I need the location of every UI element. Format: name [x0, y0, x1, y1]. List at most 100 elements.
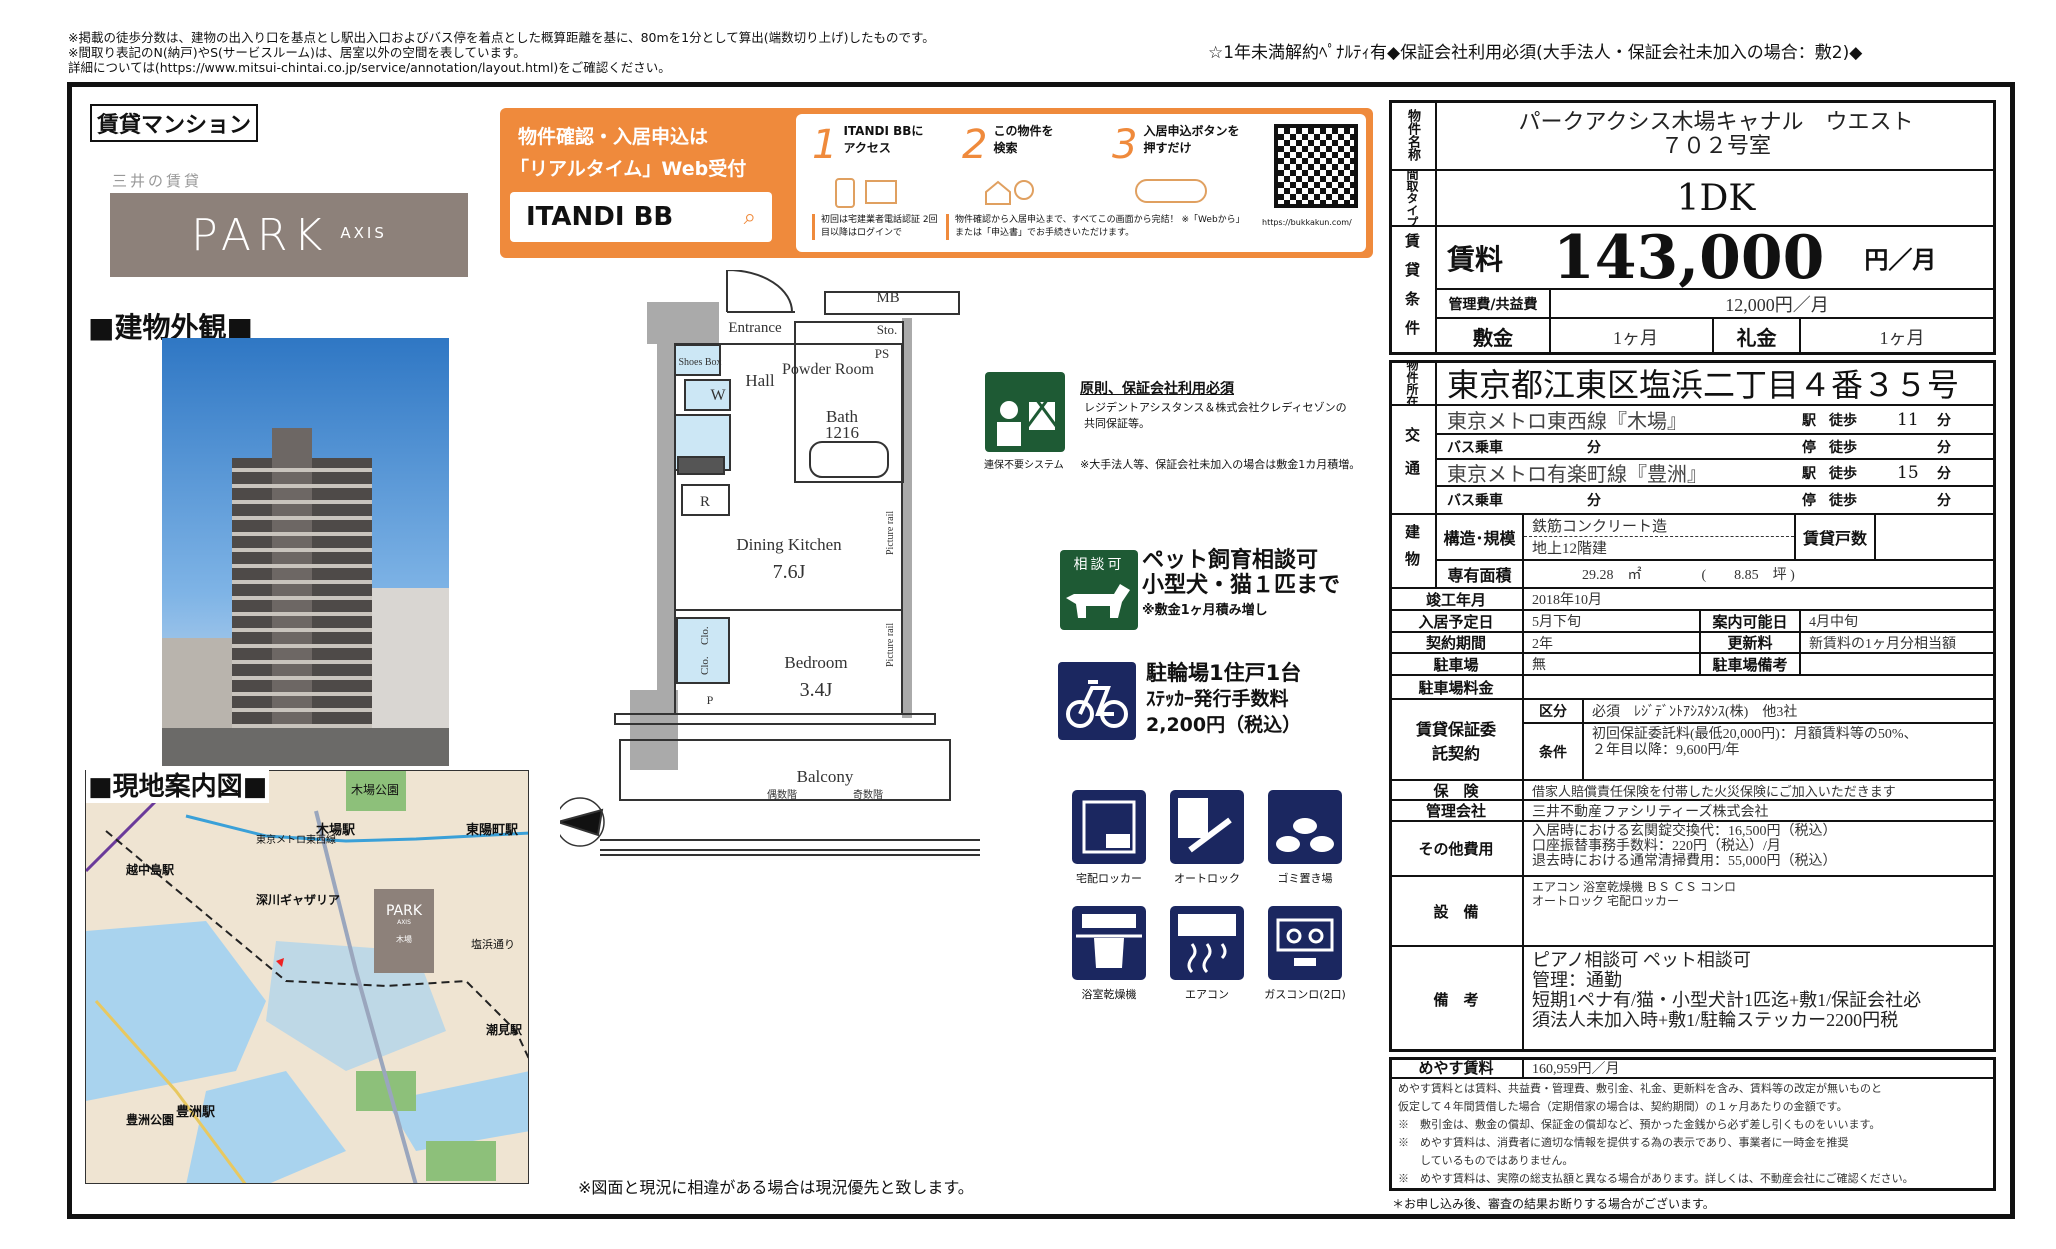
logo-main: PARK	[191, 209, 329, 261]
renewal-label: 更新料	[1700, 632, 1800, 653]
map-logo-sub: AXIS	[397, 919, 411, 926]
other-fee-line: 退去時における通常清掃費用：55,000円（税込）	[1532, 854, 1837, 869]
guarantor-text-line: レジデントアシスタンス＆株式会社クレディセゾンの	[1084, 401, 1347, 414]
area-map[interactable]: 木場駅 東陽町駅 越中島駅 豊洲駅 潮見駅 木場公園 豊洲公園 深川ギャザリア …	[85, 770, 529, 1184]
floorplan-label-entrance: Entrance	[728, 320, 782, 336]
guarantee-cond-line: ２年目以降：9,600円/年	[1592, 743, 1740, 758]
transport-kind: 停	[1802, 493, 1816, 509]
floorplan-label-clo: Clo.	[699, 626, 711, 645]
walk-label: 徒歩	[1829, 493, 1857, 509]
structure-floors: 地上12階建	[1532, 541, 1608, 557]
address-value: 東京都江東区塩浜二丁目４番３５号	[1436, 360, 1996, 405]
walk-label: 徒歩	[1829, 412, 1857, 429]
map-label: 木場公園	[351, 783, 400, 797]
map-label: 東京メトロ東西線	[256, 835, 336, 846]
layout-type: 1DK	[1436, 170, 1996, 226]
step-text: 入居申込ボタンを 押すだけ	[1143, 124, 1240, 155]
details-block	[1389, 360, 1996, 1052]
rent-value: 143,000	[1553, 226, 1825, 289]
meyasu-label: めやす賃料	[1389, 1057, 1523, 1078]
floorplan-label-bath: Bath	[826, 407, 859, 426]
parking-fee-value	[1523, 675, 1996, 699]
structure-label: 構造･規模	[1436, 514, 1523, 560]
transport-kind: 駅	[1802, 412, 1816, 429]
bike-line: 2,200円（税込）	[1146, 714, 1302, 736]
viewing-label: 案内可能日	[1700, 610, 1800, 632]
header-banner-right: ☆1年未満解約ﾍﾟﾅﾙﾃｨ有◆保証会社利用必須(大手法人・保証会社未加入の場合：…	[1208, 43, 1863, 63]
gas-stove-icon	[1268, 906, 1342, 980]
area-tsubo: ( 8.85 坪 )	[1701, 568, 1795, 583]
equipment-table-value: エアコン 浴室乾燥機 ＢＳ ＣＳ コンロオートロック 宅配ロッカー	[1523, 876, 1996, 946]
building-photo	[162, 338, 449, 766]
equipment-label: 浴室乾燥機	[1081, 988, 1137, 1001]
other-fees-label: その他費用	[1389, 821, 1523, 876]
map-label: 東陽町駅	[466, 823, 519, 838]
guarantee-cond: 初回保証委託料(最低20,000円)：月額賃料等の50%、２年目以降：9,600…	[1583, 723, 1996, 780]
map-graphic	[86, 771, 528, 1183]
transport-line: バス乗車	[1447, 493, 1503, 509]
floorplan-label-rail: Picture rail	[885, 623, 896, 667]
map-property-marker: PARK AXIS 木場	[374, 889, 434, 973]
floor-plan: MB Entrance Sto. PS Shoes Box Hall Powde…	[560, 270, 980, 856]
step-number: 1	[812, 122, 838, 168]
guarantor-icon	[985, 372, 1065, 452]
step-number: 3	[1112, 122, 1138, 168]
pet-line: 小型犬・猫１匹まで	[1142, 573, 1341, 598]
bike-line: ｽﾃｯｶｰ発行手数料	[1146, 688, 1289, 710]
move-in-label: 入居予定日	[1389, 610, 1523, 632]
guarantor-text: レジデントアシスタンス＆株式会社クレディセゾンの共同保証等。	[1084, 400, 1347, 432]
area-value: 29.28 ㎡( 8.85 坪 )	[1523, 560, 1996, 588]
guarantee-kind-label: 区分	[1523, 699, 1583, 723]
meyasu-block	[1389, 1057, 1996, 1191]
other-fees-value: 入居時における玄関錠交換代：16,500円（税込）口座振替事務手数料：220円（…	[1523, 821, 1996, 876]
walk-minutes: 11	[1897, 409, 1919, 430]
map-label: 潮見駅	[486, 1023, 523, 1037]
manager-label: 管理会社	[1389, 800, 1523, 821]
structure-type: 鉄筋コンクリート造	[1524, 515, 1794, 537]
qr-code[interactable]	[1274, 124, 1358, 208]
mgmt-fee-value: 12,000円／月	[1550, 289, 1996, 318]
itandi-search-label: ITANDI BB	[526, 202, 674, 232]
term-label: 契約期間	[1389, 632, 1523, 653]
step-icons	[835, 178, 1207, 208]
bike-line: 駐輪場1住戸1台	[1146, 661, 1302, 685]
itandi-note: 物件確認から入居申込まで、すべてこの画面から完結！ ※「Webから」または「申込…	[946, 214, 1246, 240]
meyasu-value: 160,959円／月	[1523, 1057, 1996, 1078]
guarantor-icon-caption: 連保不要システム	[984, 460, 1064, 471]
floorplan-label-bath-size: 1216	[825, 423, 859, 442]
pet-line: ペット飼育相談可	[1142, 548, 1319, 573]
units-value	[1875, 514, 1996, 560]
pet-icon: 相談可	[1060, 550, 1138, 630]
property-name-line: パークアクシス木場キャナル ウエスト	[1518, 110, 1914, 135]
header-note: ※掲載の徒歩分数は、建物の出入り口を基点とし駅出入口およびバス停を着点とした概算…	[68, 30, 935, 45]
key-money-label: 礼金	[1713, 318, 1800, 355]
name-label: 物件名称	[1389, 100, 1436, 170]
meyasu-note: めやす賃料とは賃料、共益費・管理費、敷引金、礼金、更新料を含み、賃料等の改定が無…	[1398, 1083, 1882, 1095]
rent-unit: 円／月	[1864, 246, 1937, 274]
minutes-unit: 分	[1937, 493, 1951, 509]
itandi-search-box[interactable]: ITANDI BB ⌕	[510, 192, 772, 242]
floorplan-label-mb: MB	[876, 290, 899, 306]
remarks-line: 短期1ペナ有/猫・小型犬計1匹迄+敷1/保証会社必	[1532, 990, 1922, 1010]
guarantee-cond-line: 初回保証委託料(最低20,000円)：月額賃料等の50%、	[1592, 727, 1918, 742]
parking-note-value	[1800, 653, 1996, 675]
remarks-value: ピアノ相談可 ペット相談可管理：通勤短期1ペナ有/猫・小型犬計1匹迄+敷1/保証…	[1523, 946, 1996, 1052]
equipment-line: オートロック 宅配ロッカー	[1532, 894, 1680, 908]
equipment-label: エアコン	[1185, 988, 1229, 1001]
renewal-value: 新賃料の1ヶ月分相当額	[1800, 632, 1996, 653]
rent-row: 賃料 143,000 円／月	[1436, 226, 1996, 289]
floorplan-label-dk: Dining Kitchen	[736, 535, 842, 554]
transport-label: 交通	[1389, 405, 1436, 514]
type-label: 間取タイプ	[1389, 170, 1436, 226]
search-icon: ⌕	[743, 204, 756, 230]
itandi-headline: 物件確認・入居申込は	[518, 126, 709, 148]
meyasu-note: ※ めやす賃料は、実際の総支払額と異なる場合があります。詳しくは、不動産会社にご…	[1398, 1173, 1914, 1185]
transport-row: バス乗車 分 停 徒歩 分	[1436, 486, 1996, 514]
itandi-url[interactable]: https://bukkakun.com/	[1262, 218, 1352, 227]
pet-line: ※敷金1ヶ月積み増し	[1142, 603, 1268, 618]
building-illustration	[162, 428, 449, 766]
transport-row: バス乗車 分 停 徒歩 分	[1436, 434, 1996, 459]
step-number: 2	[962, 122, 988, 168]
